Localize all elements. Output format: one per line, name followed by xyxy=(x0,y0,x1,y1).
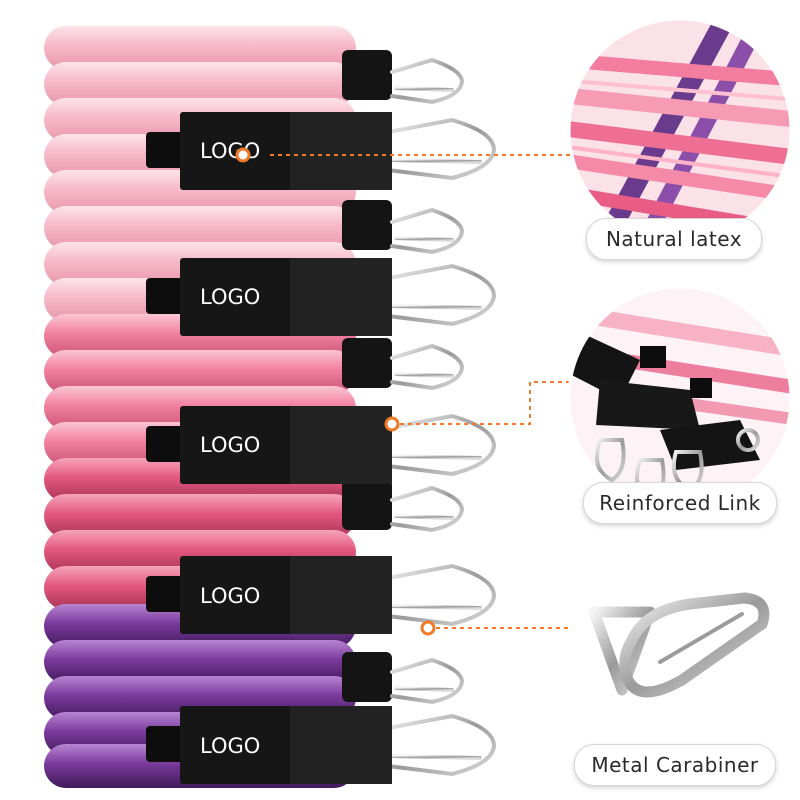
carabiners xyxy=(386,57,497,777)
strap-logo-text: LOGO xyxy=(200,734,260,758)
band-coil xyxy=(44,640,356,684)
callout-dot xyxy=(420,620,436,636)
callout-line xyxy=(392,381,570,425)
logo-straps: LOGO LOGO LOGO LOGO LOGO xyxy=(146,112,392,784)
feature-label-text: Reinforced Link xyxy=(599,491,761,515)
logo-strap: LOGO xyxy=(146,556,392,634)
strap-logo-text: LOGO xyxy=(200,285,260,309)
band-coil xyxy=(44,26,356,70)
carabiner-icon xyxy=(386,563,497,627)
logo-strap: LOGO xyxy=(146,258,392,336)
carabiner-icon xyxy=(386,713,497,777)
feature-label-metal-carabiner: Metal Carabiner xyxy=(574,744,776,786)
carabiner-icon xyxy=(386,117,497,181)
small-connector xyxy=(342,50,392,100)
latex-tubes-closeup-icon xyxy=(567,17,793,243)
callout-lines xyxy=(270,154,570,629)
band-coil xyxy=(44,350,356,394)
carabiner-icon xyxy=(390,207,465,255)
small-connector xyxy=(342,200,392,250)
callout-dot xyxy=(235,147,251,163)
band-coil xyxy=(44,494,356,538)
logo-strap: LOGO xyxy=(146,406,392,484)
feature-label-natural-latex: Natural latex xyxy=(586,218,762,260)
band-coil xyxy=(44,62,356,106)
small-connector xyxy=(342,338,392,388)
strap-logo-text: LOGO xyxy=(200,139,260,163)
carabiner-icon xyxy=(386,413,497,477)
carabiner-icon xyxy=(390,57,465,105)
feature-label-reinforced-link: Reinforced Link xyxy=(583,482,777,524)
carabiner-ring-closeup-icon xyxy=(567,542,793,768)
carabiner-icon xyxy=(390,485,465,533)
band-coil xyxy=(44,206,356,250)
callout-dot xyxy=(384,416,400,432)
logo-strap: LOGO xyxy=(146,112,392,190)
strap-logo-text: LOGO xyxy=(200,433,260,457)
carabiner-icon xyxy=(390,657,465,705)
logo-strap: LOGO xyxy=(146,706,392,784)
strap-logo-text: LOGO xyxy=(200,584,260,608)
small-connector xyxy=(342,480,392,530)
feature-label-text: Natural latex xyxy=(605,227,743,251)
carabiner-icon xyxy=(390,343,465,391)
small-connectors xyxy=(342,50,392,702)
carabiner-icon xyxy=(386,263,497,327)
callout-dots xyxy=(235,147,436,636)
strap-link-closeup-icon xyxy=(567,285,793,511)
small-connector xyxy=(342,652,392,702)
feature-label-text: Metal Carabiner xyxy=(591,753,759,777)
